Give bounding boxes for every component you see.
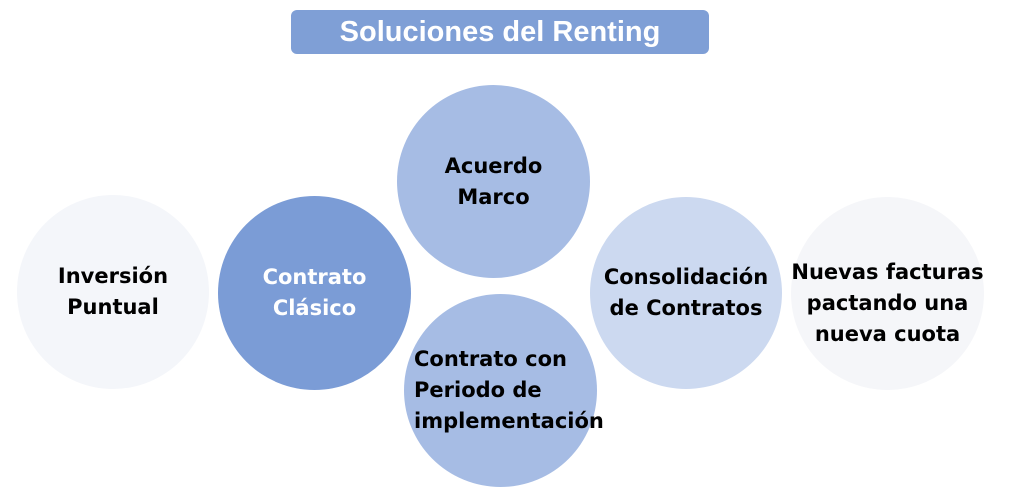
circle-clasico-line2: Clásico: [272, 296, 357, 320]
circle-nuevas-line2: pactando una: [806, 291, 969, 315]
circle-periodo-line1: Contrato con: [414, 347, 567, 371]
circle-contrato-periodo: Contrato con Periodo de implementación: [404, 294, 604, 487]
circle-clasico-label: Contrato Clásico: [263, 262, 367, 324]
circle-acuerdo-line1: Acuerdo: [444, 153, 543, 178]
diagram-title: Soluciones del Renting: [291, 10, 709, 54]
circle-acuerdo-marco: Acuerdo Marco: [397, 85, 590, 278]
circle-nuevas-facturas: Nuevas facturas pactando una nueva cuota: [791, 197, 984, 390]
circle-acuerdo-label: Acuerdo Marco: [445, 151, 543, 213]
circle-consolidacion-contratos: Consolidación de Contratos: [590, 197, 782, 389]
circle-inversion-label: Inversión Puntual: [58, 261, 168, 323]
circle-nuevas-line3: nueva cuota: [814, 322, 961, 346]
circle-nuevas-line1: Nuevas facturas: [791, 260, 984, 284]
circle-inversion-puntual: Inversión Puntual: [17, 195, 209, 389]
diagram-title-text: Soluciones del Renting: [339, 15, 661, 48]
circle-consolidacion-line1: Consolidación: [603, 265, 769, 289]
circle-periodo-line3: implementación: [414, 409, 604, 433]
circle-consolidacion-label: Consolidación de Contratos: [604, 262, 768, 324]
circle-periodo-label: Contrato con Periodo de implementación: [414, 344, 604, 437]
circle-acuerdo-line2: Marco: [457, 184, 530, 209]
circle-inversion-line2: Puntual: [67, 295, 159, 319]
circle-periodo-line2: Periodo de: [414, 378, 542, 402]
circle-consolidacion-line2: de Contratos: [609, 296, 763, 320]
circle-contrato-clasico: Contrato Clásico: [218, 196, 411, 390]
circle-clasico-line1: Contrato: [262, 265, 367, 289]
circle-nuevas-label: Nuevas facturas pactando una nueva cuota: [791, 257, 983, 350]
circle-inversion-line1: Inversión: [57, 264, 169, 288]
